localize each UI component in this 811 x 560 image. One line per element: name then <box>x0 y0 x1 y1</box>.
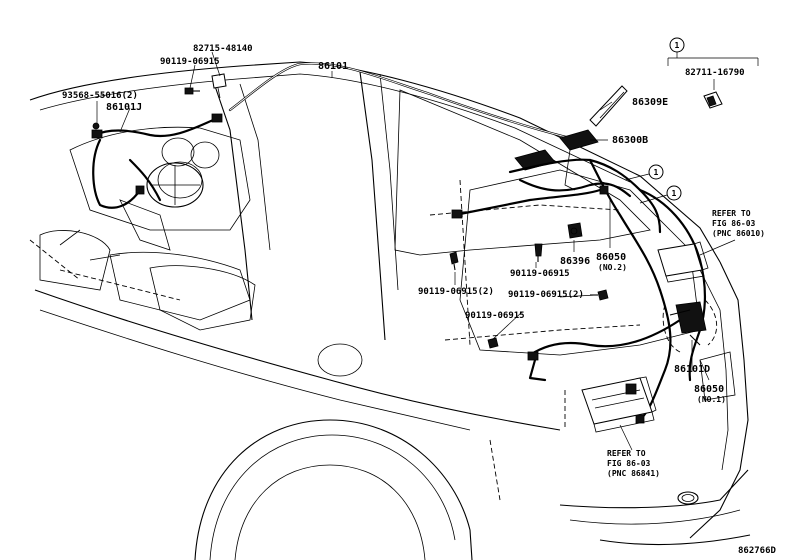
refer-top-line2: FIG 86-03 <box>712 219 756 228</box>
label-90119-06915-d: 90119-06915(2) <box>508 290 584 300</box>
bolt-icon <box>449 251 459 271</box>
label-93568-55016: 93568-55016(2) <box>62 91 138 101</box>
label-86050-no2-note: (NO.2) <box>598 263 627 272</box>
refer-note-top: REFER TO FIG 86-03 (PNC 86010) <box>712 209 765 238</box>
label-86396: 86396 <box>560 256 590 267</box>
clip-icon <box>92 122 100 130</box>
refer-top-line1: REFER TO <box>712 209 751 218</box>
refer-note-bottom: REFER TO FIG 86-03 (PNC 86841) <box>607 449 660 478</box>
label-86300b: 86300B <box>612 135 648 146</box>
bolt-icon <box>184 87 200 95</box>
callout-marker <box>666 185 682 201</box>
vehicle-body <box>29 61 751 560</box>
label-82715-48140: 82715-48140 <box>193 44 253 54</box>
label-90119-06915-a: 90119-06915 <box>160 57 220 67</box>
refer-bottom-line1: REFER TO <box>607 449 646 458</box>
label-90119-06915-b: 90119-06915 <box>510 269 570 279</box>
antenna-rod-86309e <box>589 85 628 127</box>
label-82711-16790: 82711-16790 <box>685 68 745 78</box>
label-86050-no1-note: (NO.1) <box>697 395 726 404</box>
label-86050-no1: 86050 <box>694 384 724 395</box>
callout-marker-label: 1 <box>672 189 677 198</box>
callout-marker-label: 1 <box>654 168 659 177</box>
label-86101d: 86101D <box>674 364 710 375</box>
label-86101j: 86101J <box>106 102 142 113</box>
module-86050-no1 <box>581 376 657 433</box>
rear-harness <box>451 158 707 424</box>
front-harness-86101j <box>91 113 223 209</box>
label-86309e: 86309E <box>632 97 668 108</box>
bolt-icon <box>534 243 543 262</box>
part-labels: 82715-48140 90119-06915 93568-55016(2) 8… <box>62 44 726 404</box>
refer-bottom-line2: FIG 86-03 <box>607 459 651 468</box>
module-86050-no2 <box>657 241 709 283</box>
label-86101: 86101 <box>318 61 348 72</box>
fasteners <box>92 73 609 349</box>
label-90119-06915-c: 90119-06915(2) <box>418 287 494 297</box>
clamp-icon <box>703 91 723 109</box>
module-86101d <box>662 299 718 353</box>
leader-lines <box>96 51 736 451</box>
clip-icon <box>211 73 227 99</box>
inset-callout-label: 1 <box>675 41 680 50</box>
refer-bottom-line3: (PNC 86841) <box>607 469 660 478</box>
interior-dash <box>29 126 256 331</box>
label-90119-06915-e: 90119-06915 <box>465 311 525 321</box>
refer-top-line3: (PNC 86010) <box>712 229 765 238</box>
inset-detail: 1 82711-16790 <box>667 37 759 109</box>
diagram-id: 862766D <box>738 546 777 556</box>
callout-markers: 1 1 <box>624 164 682 204</box>
callout-marker <box>648 164 664 180</box>
antenna-cable-86101 <box>228 62 572 140</box>
label-86050-no2: 86050 <box>596 252 626 263</box>
